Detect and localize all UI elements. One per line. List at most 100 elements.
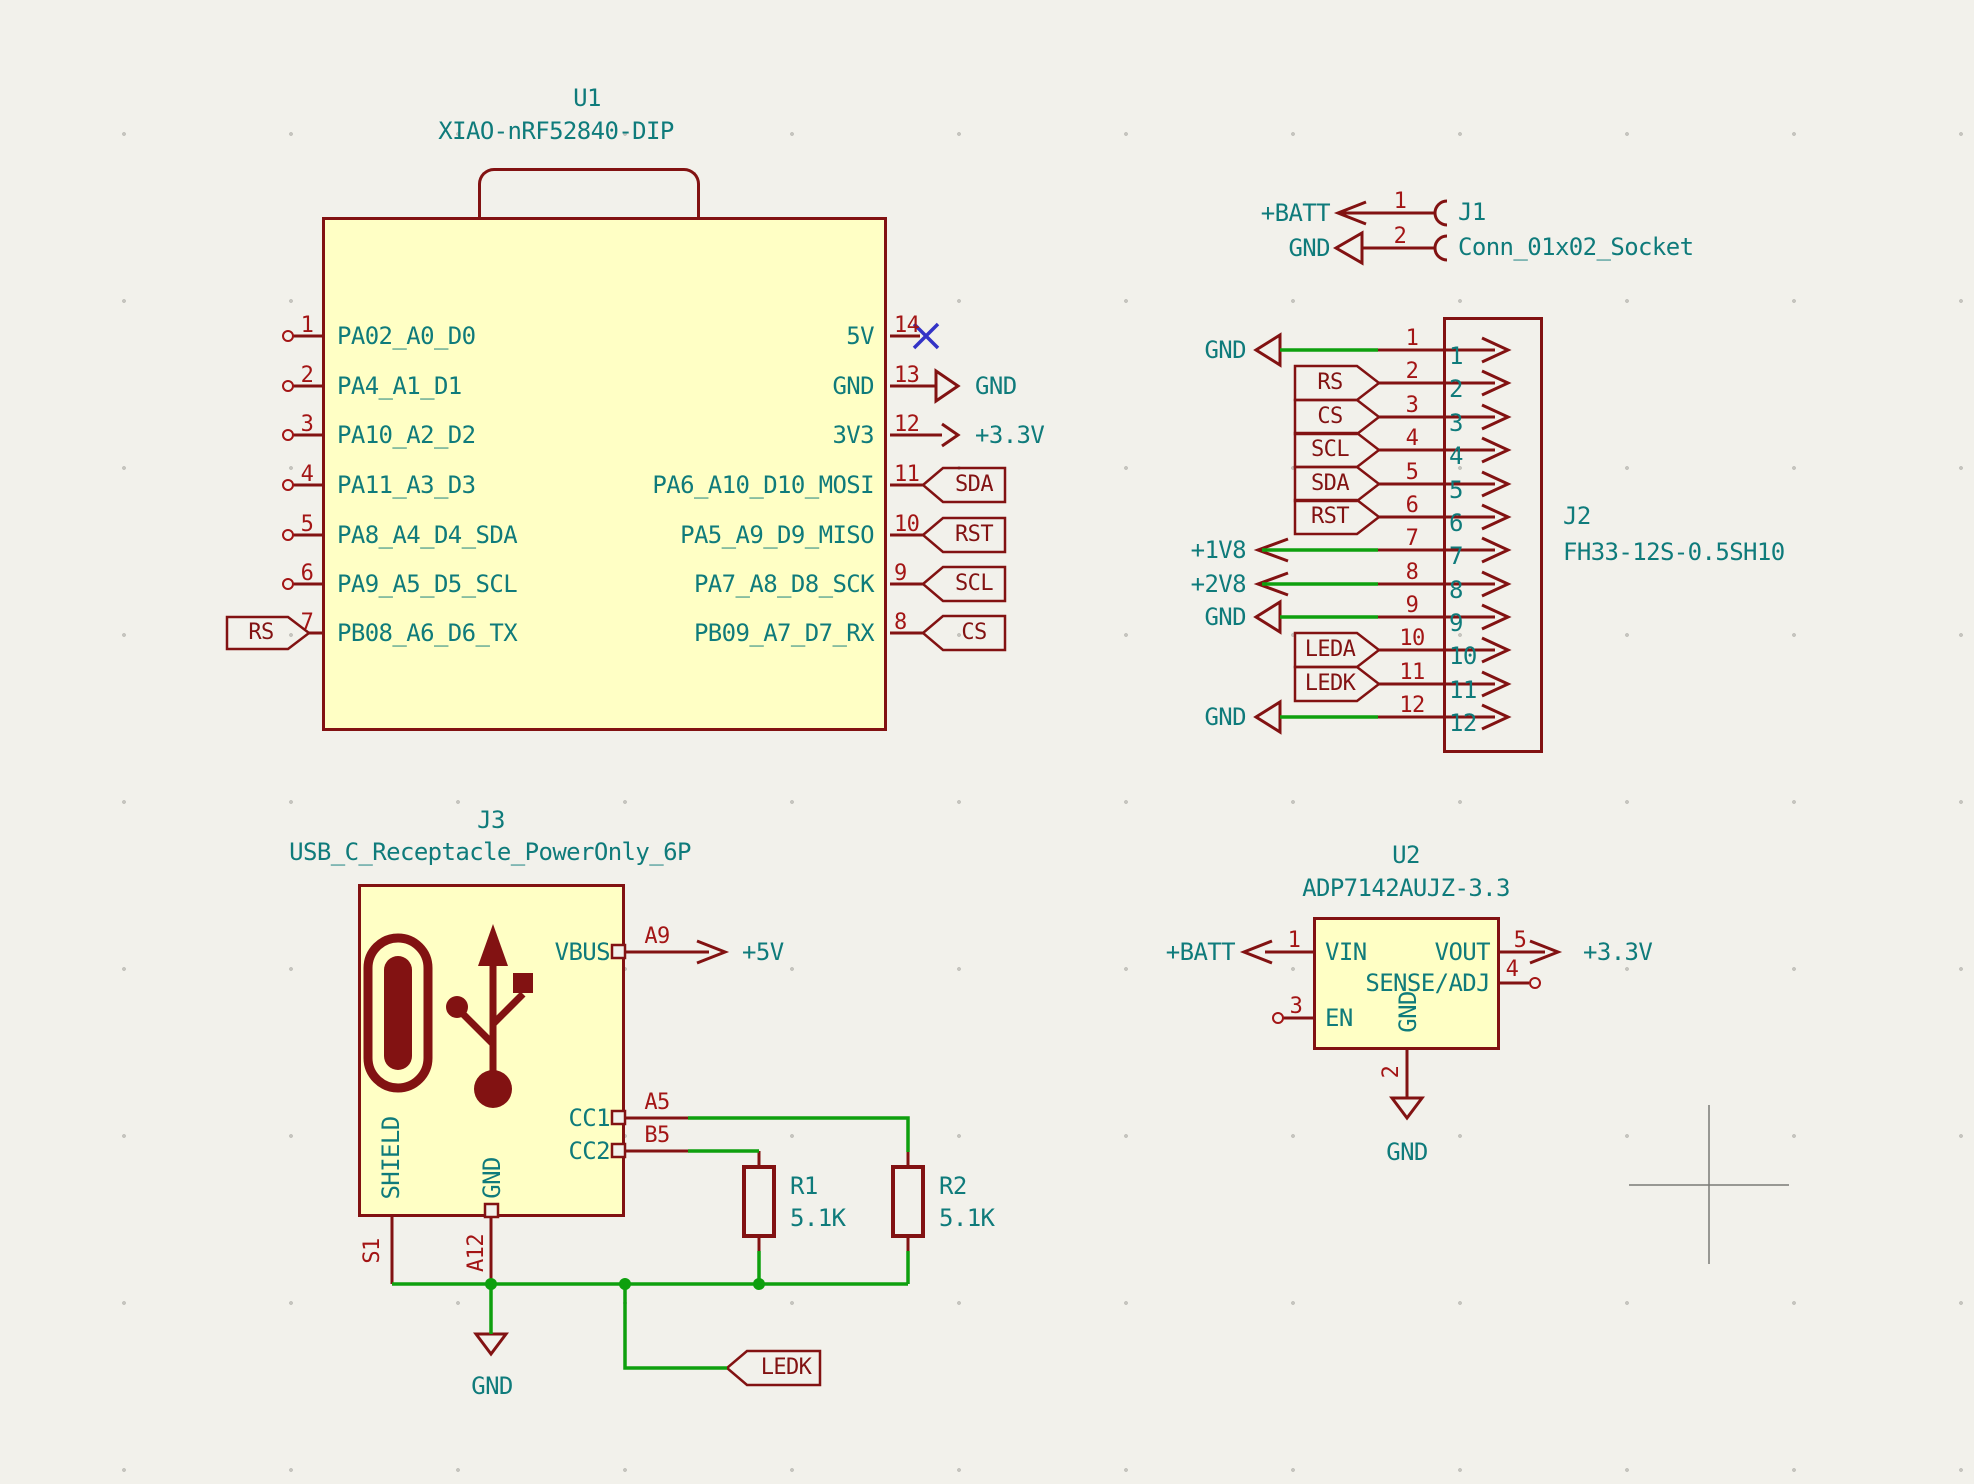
u2-reference[interactable]: U2	[1392, 841, 1420, 869]
j3-pin-number: B5	[644, 1123, 670, 1148]
j2-pin-name: 1	[1449, 342, 1463, 370]
u1-pin-name: PA7_A8_D8_SCK	[693, 570, 875, 598]
j2-pin-number: 2	[1405, 359, 1419, 384]
j2-pin-name: 2	[1449, 375, 1463, 403]
u1-symbol-body[interactable]	[322, 217, 887, 731]
j2-symbol-body[interactable]	[1443, 317, 1543, 753]
power-label-gnd[interactable]: GND	[1288, 234, 1330, 262]
j2-pin-number: 10	[1399, 626, 1425, 651]
power-label-batt[interactable]: +BATT	[1260, 199, 1331, 227]
net-label-rst[interactable]: RST	[955, 522, 994, 547]
u1-pin-name: PA11_A3_D3	[337, 471, 476, 499]
net-label-rs[interactable]: RS	[1317, 370, 1343, 395]
u1-reference[interactable]: U1	[573, 84, 601, 112]
net-label-sda[interactable]: SDA	[1311, 471, 1350, 496]
u1-pin-number: 1	[300, 313, 314, 338]
u2-pin-name: VIN	[1325, 938, 1367, 966]
power-label-gnd[interactable]: GND	[1204, 603, 1246, 631]
j2-pin-number: 4	[1405, 426, 1419, 451]
j2-value[interactable]: FH33-12S-0.5SH10	[1563, 538, 1785, 566]
j3-reference[interactable]: J3	[477, 806, 505, 834]
r2-reference[interactable]: R2	[939, 1172, 967, 1200]
net-label-rst[interactable]: RST	[1311, 504, 1350, 529]
j3-pin-name: SHIELD	[377, 1116, 405, 1200]
r2-resistor-body[interactable]	[891, 1165, 925, 1238]
power-label-batt[interactable]: +BATT	[1165, 938, 1236, 966]
wires[interactable]	[392, 348, 1378, 1370]
u1-pin-number: 3	[300, 412, 314, 437]
u1-value[interactable]: XIAO-nRF52840-DIP	[438, 117, 674, 145]
net-label-leda[interactable]: LEDA	[1304, 637, 1356, 662]
j2-pin-number: 12	[1399, 693, 1425, 718]
u1-pin-number: 7	[300, 610, 314, 635]
j2-pin-name: 3	[1449, 409, 1463, 437]
j2-pin-name: 12	[1449, 709, 1477, 737]
power-label-2v8[interactable]: +2V8	[1190, 570, 1247, 598]
net-label-cs[interactable]: CS	[1317, 404, 1343, 429]
power-label-3v3[interactable]: +3.3V	[975, 421, 1045, 449]
j3-pin-name: CC1	[568, 1104, 610, 1132]
j3-pin-name: VBUS	[554, 938, 611, 966]
power-label-gnd[interactable]: GND	[1204, 336, 1246, 364]
u2-pin-name: EN	[1325, 1004, 1353, 1032]
j2-pin-number: 1	[1405, 326, 1419, 351]
power-label-gnd[interactable]: GND	[975, 372, 1017, 400]
power-label-gnd[interactable]: GND	[1386, 1138, 1428, 1166]
u1-pin-name: PB09_A7_D7_RX	[693, 619, 875, 647]
power-label-gnd[interactable]: GND	[471, 1372, 513, 1400]
j3-pin-number: A9	[644, 924, 670, 949]
u2-pin-name: GND	[1394, 991, 1422, 1033]
power-label-3v3[interactable]: +3.3V	[1583, 938, 1653, 966]
u2-pin-number: 3	[1289, 994, 1303, 1019]
net-label-scl[interactable]: SCL	[1311, 437, 1350, 462]
net-label-cs[interactable]: CS	[961, 620, 987, 645]
j2-pin-name: 5	[1449, 476, 1463, 504]
u1-pin-name: 5V	[846, 322, 874, 350]
u2-pin-number: 2	[1379, 1065, 1404, 1079]
net-label-scl[interactable]: SCL	[955, 571, 994, 596]
r1-value[interactable]: 5.1K	[790, 1204, 846, 1232]
power-label-gnd[interactable]: GND	[1204, 703, 1246, 731]
j3-pin-number: S1	[360, 1238, 385, 1264]
u1-pin-number: 2	[300, 363, 314, 388]
j2-pin-number: 5	[1405, 460, 1419, 485]
r2-value[interactable]: 5.1K	[939, 1204, 995, 1232]
j2-pin-number: 9	[1405, 593, 1419, 618]
power-label-5v[interactable]: +5V	[742, 938, 784, 966]
j1-reference[interactable]: J1	[1458, 198, 1486, 226]
u1-pin-number: 12	[894, 412, 920, 437]
u1-top-notch	[478, 168, 700, 218]
j2-reference[interactable]: J2	[1563, 502, 1591, 530]
u2-pin-number: 5	[1513, 928, 1527, 953]
u1-pin-name: PA8_A4_D4_SDA	[337, 521, 518, 549]
j2-pin-name: 11	[1449, 676, 1477, 704]
r1-reference[interactable]: R1	[790, 1172, 818, 1200]
r1-resistor-body[interactable]	[742, 1165, 776, 1238]
u1-pin-name: PA9_A5_D5_SCL	[337, 570, 518, 598]
j2-pin-name: 10	[1449, 642, 1477, 670]
net-label-ledk[interactable]: LEDK	[1304, 671, 1356, 696]
u2-value[interactable]: ADP7142AUJZ-3.3	[1302, 874, 1510, 902]
u1-pin-number: 9	[894, 561, 907, 586]
power-label-1v8[interactable]: +1V8	[1190, 536, 1247, 564]
crosshair-cursor	[1629, 1105, 1789, 1264]
global-label-shapes[interactable]	[225, 364, 1382, 1387]
net-label-rs[interactable]: RS	[248, 620, 274, 645]
u2-pin-name: SENSE/ADJ	[1365, 969, 1490, 997]
j1-value[interactable]: Conn_01x02_Socket	[1458, 233, 1694, 261]
j2-pin-number: 6	[1405, 493, 1419, 518]
j3-value[interactable]: USB_C_Receptacle_PowerOnly_6P	[289, 838, 691, 866]
net-label-ledk[interactable]: LEDK	[760, 1355, 812, 1380]
u1-pin-name: PA6_A10_D10_MOSI	[652, 471, 874, 499]
wire-junctions	[485, 1278, 765, 1290]
net-label-sda[interactable]: SDA	[955, 472, 994, 497]
u1-pin-name: PA10_A2_D2	[337, 421, 476, 449]
usb-icon	[363, 924, 533, 1108]
u1-pin-number: 13	[894, 363, 920, 388]
u2-symbol-body[interactable]	[1313, 917, 1500, 1050]
j3-pin-name: GND	[478, 1157, 506, 1199]
u2-pin-number: 4	[1505, 957, 1519, 982]
u2-pin-name: VOUT	[1434, 938, 1491, 966]
no-connect-icon	[912, 322, 940, 350]
